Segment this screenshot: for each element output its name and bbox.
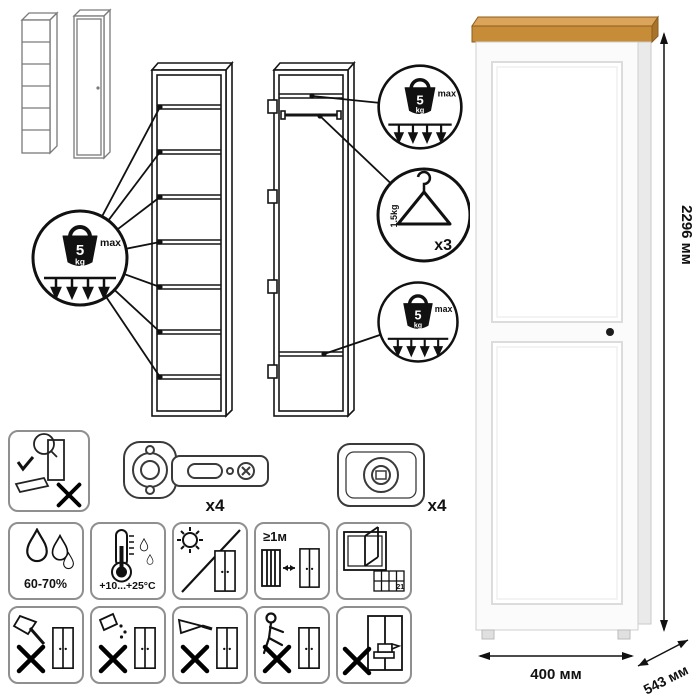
- no-heavy-load-icon: [338, 615, 403, 681]
- depth-dimension: 543 мм: [637, 639, 691, 698]
- water-drops-icon: 60-70%: [24, 528, 74, 591]
- no-sharp-objects-icon: [177, 618, 238, 681]
- door-knob: [606, 328, 614, 336]
- humidity-label: 60-70%: [24, 577, 67, 591]
- clothes-hanger-icon: [396, 190, 452, 226]
- no-kicking-icon: [256, 612, 320, 681]
- support-item: x4: [337, 443, 447, 515]
- sunlight-box: [172, 522, 248, 600]
- thumbnail-open-wardrobe: [20, 11, 59, 155]
- cabinet-leader-dots: [309, 93, 327, 357]
- distance-label: ≥1м: [263, 529, 287, 544]
- shelves: [157, 104, 221, 380]
- temperature-box: +10...+25°C: [90, 522, 166, 600]
- shelf-leader-dots: [157, 104, 163, 380]
- radiator-icon: [261, 549, 281, 587]
- wardrobe-side: [637, 41, 652, 625]
- assembly-flat-warning: [8, 430, 90, 512]
- hinge-item: x4: [123, 441, 269, 515]
- no-sharp-box: [172, 606, 248, 684]
- checkmark-icon: [16, 456, 35, 472]
- bottom-shelf-weight-callout: [376, 280, 460, 364]
- open-window-icon: 21: [343, 526, 405, 592]
- thermometer-icon: +10...+25°C: [99, 529, 156, 592]
- hanger-callout: 1.5kg x3: [376, 167, 470, 263]
- no-impact-axe-icon: [12, 614, 74, 681]
- no-liquids-icon: [92, 612, 156, 681]
- no-impact-box: [8, 606, 84, 684]
- no-heavy-box: [336, 606, 412, 684]
- top-shelf-weight-callout: [376, 63, 464, 151]
- height-dimension: 2296 мм: [660, 32, 695, 632]
- radiator-temp-label: 21: [396, 584, 404, 591]
- wardrobe-feet: [481, 629, 631, 640]
- no-liquid-box: [90, 606, 166, 684]
- cabinet-hinge-icon: [123, 441, 269, 499]
- hinge-qty-label: x4: [206, 496, 225, 515]
- door-lower-panel: [491, 341, 623, 605]
- wardrobe-top: [471, 15, 659, 44]
- hanger-count-label: x3: [434, 237, 452, 254]
- width-label: 400 мм: [530, 666, 581, 683]
- assembly-diagram: 1.5kg x3: [20, 8, 470, 418]
- support-qty-label: x4: [428, 496, 447, 515]
- keep-distance-from-heater-icon: ≥1м: [261, 529, 320, 588]
- no-push-box: [254, 606, 330, 684]
- hinge-marks: [267, 99, 278, 379]
- shelf-weight-callout: [31, 209, 129, 307]
- ventilation-box: 21: [336, 522, 412, 600]
- radiator-grid-icon: [373, 570, 405, 592]
- hanger-weight-label: 1.5kg: [389, 204, 399, 227]
- temperature-label: +10...+25°C: [99, 580, 156, 592]
- anvil-icon: [373, 642, 402, 659]
- humidity-box: 60-70%: [8, 522, 84, 600]
- assembly-orientation-icon: [14, 433, 82, 508]
- depth-label: 543 мм: [641, 662, 691, 698]
- no-direct-sunlight-icon: [177, 527, 241, 593]
- thumbnail-closed-wardrobe: [72, 8, 112, 160]
- height-label: 2296 мм: [678, 205, 695, 265]
- width-dimension: 400 мм: [478, 652, 634, 683]
- shelf-unit: [150, 60, 234, 418]
- door-upper-panel: [491, 61, 623, 323]
- double-arrow-icon: [283, 565, 295, 571]
- distance-box: ≥1м: [254, 522, 330, 600]
- corner-support-icon: [337, 443, 425, 507]
- sun-icon: [177, 527, 203, 553]
- hanger-hook: [416, 170, 432, 192]
- open-cabinet: [267, 60, 356, 418]
- wardrobe-render: 2296 мм 400 мм 543 мм: [471, 15, 695, 698]
